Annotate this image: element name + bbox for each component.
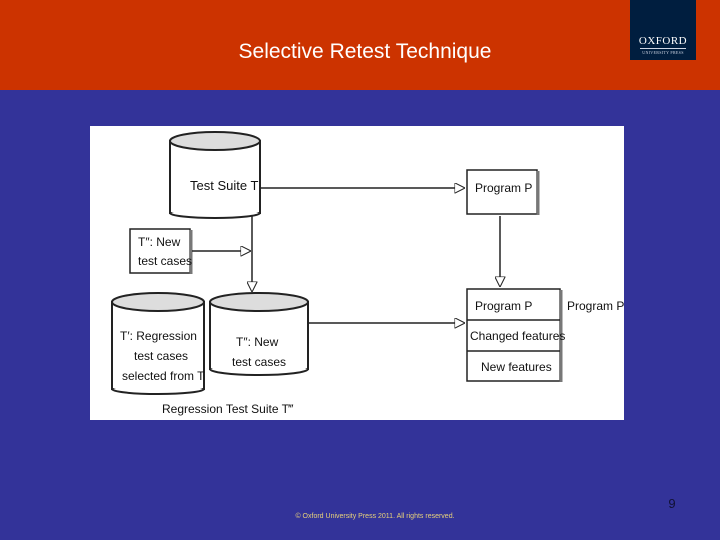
changed-features-label: Changed features: [470, 329, 565, 343]
oxford-logo: OXFORD UNIVERSITY PRESS: [630, 0, 696, 60]
program-p-row-label: Program P: [475, 299, 532, 313]
program-p-top-label: Program P: [475, 181, 532, 195]
new-features-label: New features: [481, 360, 552, 374]
logo-subtitle: UNIVERSITY PRESS: [642, 50, 684, 55]
regression-cylinder-line-2: test cases: [134, 349, 188, 363]
retest-diagram: Test Suite T Program P T″: New test case…: [90, 126, 627, 420]
new-test-cases-cylinder: T″: New test cases: [209, 292, 309, 376]
logo-divider: [640, 48, 686, 49]
program-p-top-box: Program P: [466, 169, 540, 215]
logo-wordmark: OXFORD: [638, 35, 688, 47]
page-number: 9: [668, 496, 676, 511]
diagram-svg: Test Suite T Program P T″: New test case…: [111, 131, 627, 416]
test-suite-t-cylinder: Test Suite T: [169, 131, 261, 219]
program-p-prime-box: Program P Changed features New features: [466, 288, 565, 382]
new-test-cases-box-line-1: T″: New: [138, 235, 181, 249]
regression-cylinder-line-3: selected from T: [122, 369, 205, 383]
program-p-prime-label: Program P′: [567, 299, 624, 313]
regression-cylinder: T′: Regression test cases selected from …: [111, 292, 205, 395]
slide-header: Selective Retest Technique OXFORD UNIVER…: [0, 0, 720, 90]
copyright-notice: © Oxford University Press 2011. All righ…: [295, 513, 455, 520]
new-test-cases-box: T″: New test cases: [129, 228, 193, 274]
new-test-cases-box-line-2: test cases: [138, 254, 192, 268]
regression-cylinder-line-1: T′: Regression: [120, 329, 197, 343]
new-cylinder-line-1: T″: New: [236, 335, 279, 349]
regression-suite-label: Regression Test Suite T‴: [162, 402, 294, 416]
slide-title: Selective Retest Technique: [238, 40, 492, 63]
test-suite-t-label: Test Suite T: [190, 178, 258, 193]
new-cylinder-line-2: test cases: [232, 355, 286, 369]
